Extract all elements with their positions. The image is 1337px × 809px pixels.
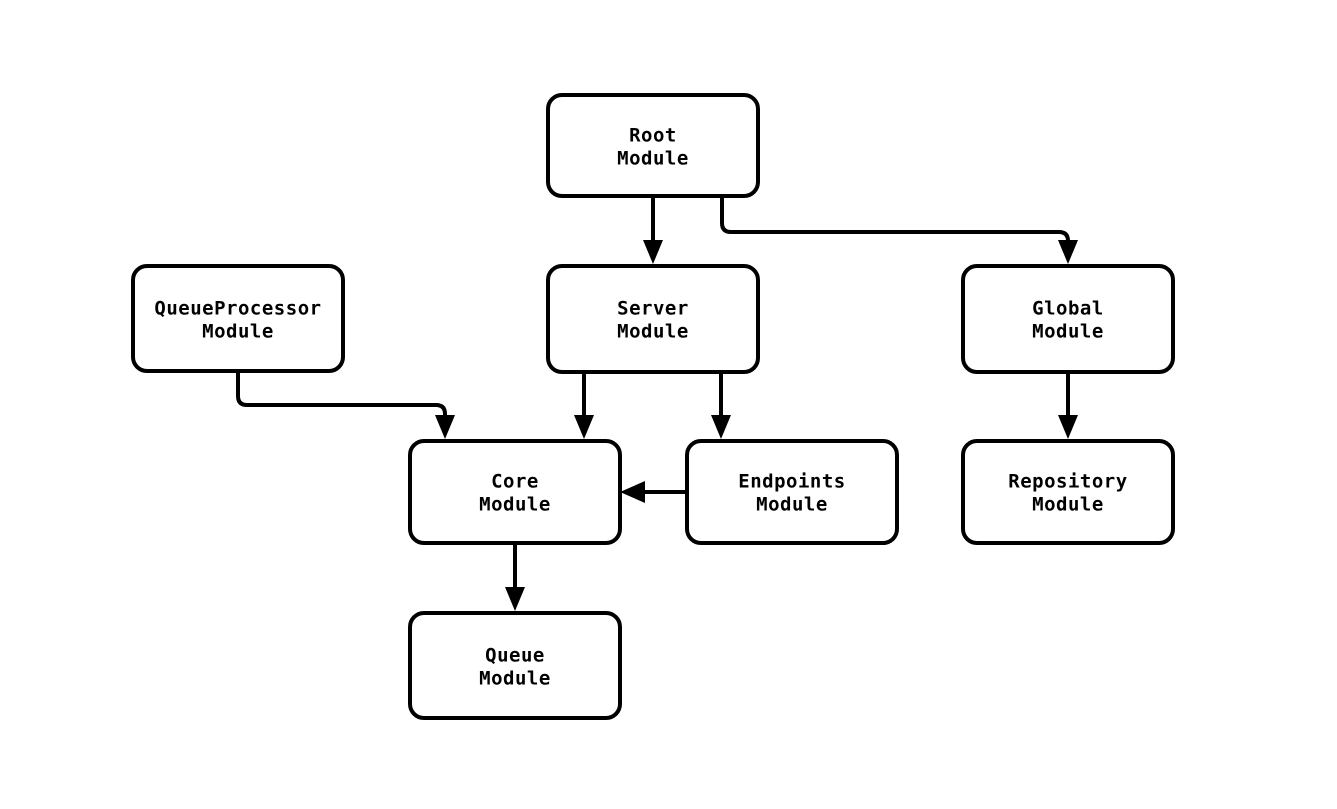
edge-server-to-core	[574, 372, 594, 439]
node-repository-module[interactable]: Repository Module	[961, 439, 1175, 545]
node-global-module-box[interactable]	[961, 264, 1175, 374]
edge-core-to-queue	[505, 543, 525, 611]
edge-endpoints-to-core-arrowhead	[620, 481, 645, 503]
node-root-module[interactable]: Root Module	[546, 93, 760, 198]
node-server-module-box[interactable]	[546, 264, 760, 374]
node-endpoints-module[interactable]: Endpoints Module	[685, 439, 899, 545]
node-endpoints-module-label-line2: Module	[756, 494, 828, 516]
node-core-module[interactable]: Core Module	[408, 439, 622, 545]
node-queue-module-label-line2: Module	[479, 668, 551, 690]
node-server-module[interactable]: Server Module	[546, 264, 760, 374]
node-root-module-label-line2: Module	[617, 148, 689, 170]
edge-queueprocessor-to-core-line	[236, 371, 447, 418]
node-queue-module[interactable]: Queue Module	[408, 611, 622, 720]
edge-queueprocessor-to-core-arrowhead	[435, 415, 455, 439]
edge-global-to-repository-arrowhead	[1058, 415, 1078, 439]
node-queueprocessor-module-label-line2: Module	[202, 321, 274, 343]
node-server-module-label-line1: Server	[617, 298, 689, 320]
edge-root-to-global	[720, 196, 1078, 264]
edge-root-to-server	[643, 196, 663, 264]
edge-root-to-server-arrowhead	[643, 240, 663, 264]
edge-root-to-global-line	[720, 196, 1070, 243]
node-queueprocessor-module-label-line1: QueueProcessor	[154, 298, 321, 320]
node-queue-module-box[interactable]	[408, 611, 622, 720]
node-endpoints-module-label-line1: Endpoints	[738, 471, 845, 493]
edge-root-to-global-arrowhead	[1058, 240, 1078, 264]
node-global-module[interactable]: Global Module	[961, 264, 1175, 374]
node-queueprocessor-module[interactable]: QueueProcessor Module	[131, 264, 345, 373]
node-endpoints-module-box[interactable]	[685, 439, 899, 545]
node-root-module-label-line1: Root	[629, 125, 677, 147]
node-core-module-box[interactable]	[408, 439, 622, 545]
node-repository-module-label-line2: Module	[1032, 494, 1104, 516]
node-core-module-label-line1: Core	[491, 471, 539, 493]
edge-server-to-core-arrowhead	[574, 415, 594, 439]
node-repository-module-label-line1: Repository	[1008, 471, 1127, 493]
edge-core-to-queue-arrowhead	[505, 587, 525, 611]
node-global-module-label-line2: Module	[1032, 321, 1104, 343]
edge-global-to-repository	[1058, 372, 1078, 439]
edge-server-to-endpoints-arrowhead	[711, 415, 731, 439]
node-server-module-label-line2: Module	[617, 321, 689, 343]
node-core-module-label-line2: Module	[479, 494, 551, 516]
node-repository-module-box[interactable]	[961, 439, 1175, 545]
node-queue-module-label-line1: Queue	[485, 645, 545, 667]
edge-queueprocessor-to-core	[236, 371, 455, 439]
node-root-module-box[interactable]	[546, 93, 760, 198]
node-queueprocessor-module-box[interactable]	[131, 264, 345, 373]
edge-server-to-endpoints	[711, 372, 731, 439]
node-global-module-label-line1: Global	[1032, 298, 1104, 320]
edge-endpoints-to-core	[620, 481, 687, 503]
